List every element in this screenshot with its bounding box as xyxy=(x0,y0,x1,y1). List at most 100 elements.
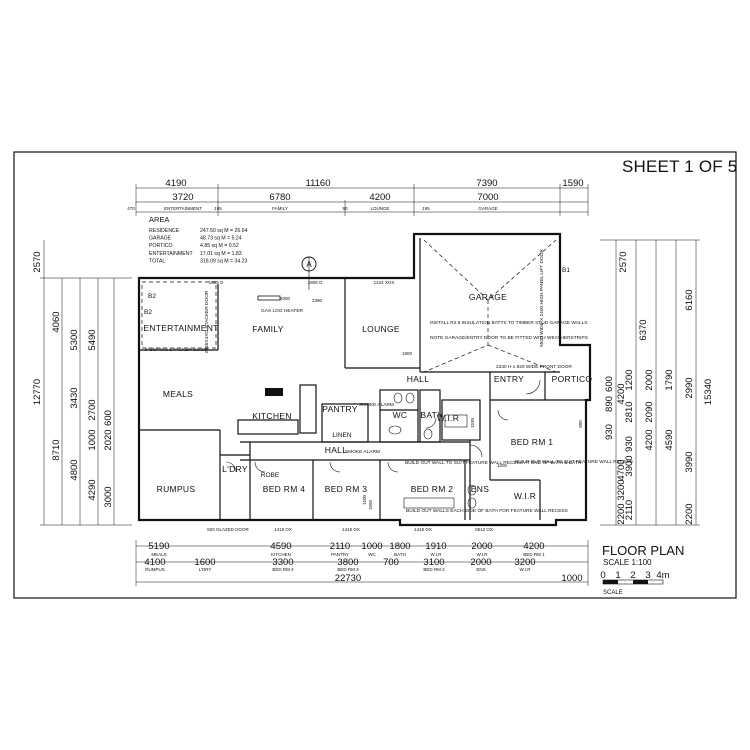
plan-title: FLOOR PLAN xyxy=(602,543,685,558)
note-feature-wall-3: BUILD OUT WALL TO SUIT FEATURE WALL RECE… xyxy=(515,459,633,465)
dim-right-col6: 930 xyxy=(604,424,615,440)
dim-left-col3: 5300 xyxy=(69,329,80,350)
scale-bar xyxy=(602,579,664,585)
dim-bottom-row1-name: MEALS xyxy=(151,552,166,557)
area-row-label: TOTAL xyxy=(149,258,165,264)
dim-bottom-row1: 1000 xyxy=(361,541,382,552)
dim-bottom-opening: 1415 OX xyxy=(342,527,360,532)
area-heading: AREA xyxy=(149,215,169,224)
sheet-border xyxy=(13,151,737,599)
area-row-label: PORTICO xyxy=(149,243,173,249)
area-row-label: RESIDENCE xyxy=(149,228,180,234)
room-wc: WC xyxy=(393,410,408,420)
dim-misc-1550: 1550 xyxy=(368,499,373,510)
dim-bottom-row2-name: BED RM 2 xyxy=(423,567,445,572)
sanitary-fixtures xyxy=(388,392,477,509)
dim-bottom-overall-side: 1000 xyxy=(561,573,582,584)
scale-tick: 0 xyxy=(600,570,605,581)
dim-bottom-row1: 1800 xyxy=(389,541,410,552)
area-row-value: 48.73 sq M = 5.24 xyxy=(200,236,242,242)
dim-bottom-row1-name: BATH xyxy=(394,552,406,557)
room-entry: ENTRY xyxy=(494,374,524,384)
dim-top-opening: 1809 O xyxy=(308,280,323,285)
dim-left-col4: 2700 xyxy=(87,399,98,420)
dim-top-room-name: LOUNGE xyxy=(370,206,389,211)
room-robe: ROBE xyxy=(261,472,280,479)
dim-bottom-row1-name: W.I.R xyxy=(477,552,489,557)
note-stacker-door-2: 2436X4XO STACKER DOOR xyxy=(204,290,210,353)
dim-left-col4: 4290 xyxy=(87,479,98,500)
dim-bottom-row1: 4200 xyxy=(523,541,544,552)
dim-bottom-row1: 1910 xyxy=(425,541,446,552)
room-hall-lower: HALL xyxy=(325,445,347,455)
dim-top-room: 4200 xyxy=(369,192,390,203)
scale-label: SCALE 1:100 xyxy=(603,558,652,567)
dim-top-room-name: FAMILY xyxy=(272,206,288,211)
dim-right-col4: 2110 xyxy=(624,500,635,520)
dim-top-room: 6780 xyxy=(269,192,290,203)
note-garage-door-seal: NOTE GARAGE/ENTRY DOOR TO BE FITTED WITH… xyxy=(430,335,588,341)
dim-bottom-row1: 4590 xyxy=(270,541,291,552)
dim-right-col4: 930 xyxy=(624,436,635,452)
dim-bottom-row2: 2000 xyxy=(470,557,491,568)
room-bed2: BED RM 2 xyxy=(411,484,454,494)
dim-right-col3: 6160 xyxy=(684,289,695,310)
area-row-value: 4.85 sq M = 0.52 xyxy=(200,243,239,249)
dim-left-outer: 12770 xyxy=(32,379,43,405)
dim-right-col6: 600 xyxy=(604,376,615,392)
room-wir-upper: W.I.R xyxy=(437,413,459,423)
scale-tick: 2 xyxy=(630,570,635,581)
room-hall-upper: HALL xyxy=(407,374,429,384)
dim-bottom-row1-name: PANTRY xyxy=(331,552,349,557)
dim-right-col2: 6370 xyxy=(638,319,649,340)
dim-top-room: 3720 xyxy=(172,192,193,203)
dim-right-col3: 3990 xyxy=(684,451,695,472)
dim-top-overall: 11160 xyxy=(305,178,330,189)
room-kitchen: KITCHEN xyxy=(252,411,291,421)
dim-right-col5: 2000 xyxy=(644,369,655,390)
door-swings xyxy=(225,379,541,473)
garage-roof-lines xyxy=(423,239,557,301)
dim-bottom-row2-name: W.I.R xyxy=(520,567,532,572)
dim-top-opening: 1224 XOX xyxy=(374,280,395,285)
dim-top-small: 195 xyxy=(422,206,430,211)
dim-right-outer: 2570 xyxy=(618,251,629,272)
dim-right-col2: 4200 xyxy=(616,383,627,404)
dim-right-col4: 1200 xyxy=(624,369,635,390)
dim-misc-800: 800 xyxy=(578,420,583,428)
area-row-label: GARAGE xyxy=(149,236,172,242)
dim-bottom-row2: 4100 xyxy=(144,557,165,568)
dim-right-col2: 3200 xyxy=(616,479,627,500)
inner-walls xyxy=(139,238,586,520)
dim-bottom-row2-name: BED RM 3 xyxy=(337,567,359,572)
dim-left-col5: 3000 xyxy=(103,486,114,507)
dim-top-room-name: GARAGE xyxy=(478,206,497,211)
sheet-title: SHEET 1 OF 5 xyxy=(622,157,738,176)
dim-right-col5: 4590 xyxy=(664,429,675,450)
dim-right-col3: 2990 xyxy=(684,377,695,398)
dim-bottom-row2: 3100 xyxy=(423,557,444,568)
note-smoke-alarm-2: SMOKE ALARM xyxy=(359,402,394,408)
note-garage-insulation: INSTALL R2.5 INSULATION BATTS TO TIMBER … xyxy=(430,320,587,326)
dim-top-opening: 1809 O xyxy=(209,280,224,285)
dim-left-col4: 1000 xyxy=(87,429,98,450)
dim-bottom-row2: 1600 xyxy=(194,557,215,568)
dim-bottom-opening: 1415 OX xyxy=(274,527,292,532)
room-bed4: BED RM 4 xyxy=(263,484,306,494)
dim-top-small: 470 xyxy=(127,206,135,211)
dim-left-col3: 3430 xyxy=(69,387,80,408)
room-bed1: BED RM 1 xyxy=(511,437,554,447)
dim-bottom-row2: 700 xyxy=(383,557,399,568)
room-ens: ENS xyxy=(471,484,489,494)
dim-bottom-row2: 3200 xyxy=(514,557,535,568)
dim-top-overall: 4190 xyxy=(165,178,186,189)
dim-bottom-opening: 0612 OX xyxy=(475,527,493,532)
section-marker-label: A xyxy=(306,260,312,269)
garage-roof-lines-lower xyxy=(423,300,557,373)
top-dimension-lines xyxy=(135,184,589,216)
label-b2-a: B2 xyxy=(148,293,156,300)
dim-bottom-row1: 5190 xyxy=(148,541,169,552)
left-dimension-lines xyxy=(40,240,132,526)
room-bed3: BED RM 3 xyxy=(325,484,368,494)
